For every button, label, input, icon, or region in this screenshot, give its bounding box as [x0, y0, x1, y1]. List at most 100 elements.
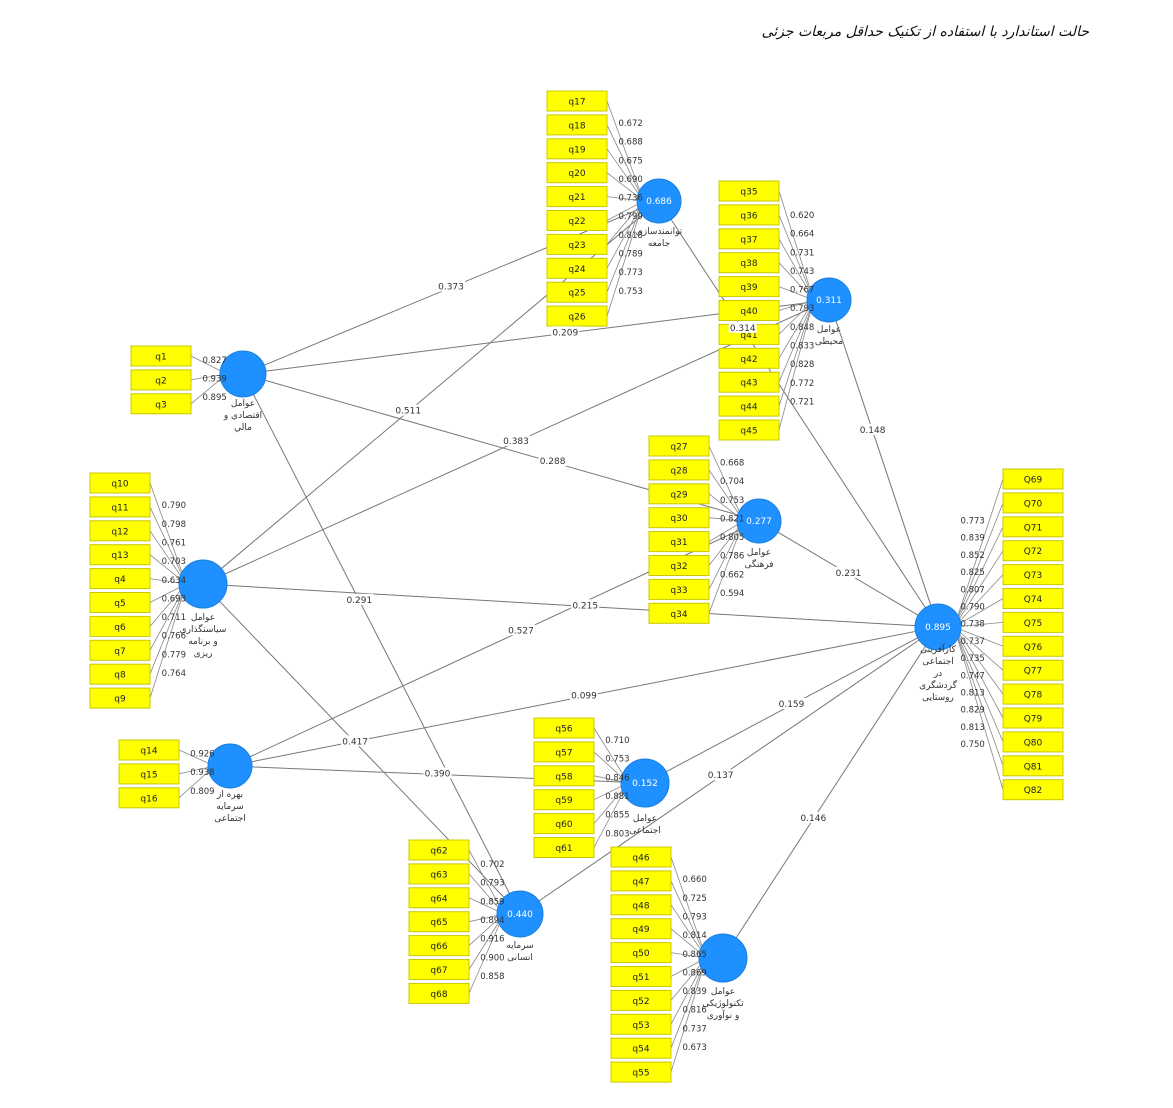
indicator-box-q5: [89, 592, 151, 613]
outer-loading: 0.803: [605, 829, 629, 839]
path-label-bg: [345, 593, 374, 605]
indicator-box-q51: [610, 966, 672, 987]
indicator-box-q52: [610, 989, 672, 1011]
indicator-label: q54: [632, 1045, 649, 1055]
indicator-box-q15: [118, 763, 180, 785]
indicator-box-q62: [408, 839, 470, 861]
path-label-bg: [571, 599, 600, 611]
indicator-box-q13: [89, 544, 151, 566]
indicator-label: q27: [670, 443, 687, 453]
outer-loading: 0.833: [790, 341, 814, 351]
path-label-bg: [799, 811, 828, 823]
outer-loading: 0.703: [162, 557, 186, 567]
indicator-link: [606, 200, 644, 317]
indicator-label: q23: [568, 241, 585, 251]
indicator-box-q10: [89, 472, 151, 494]
r-squared-value: 0.440: [507, 910, 533, 920]
indicator-box-Q81: [1002, 755, 1064, 777]
indicator-box-q30: [648, 507, 710, 529]
indicator-label: Q75: [1024, 619, 1043, 629]
path-label-bg: [570, 689, 598, 701]
value-labels: 0.3730.2090.2880.2910.5110.3830.2150.417…: [162, 119, 985, 1053]
outer-loading: 0.735: [960, 654, 984, 664]
indicator-label: q63: [430, 870, 447, 880]
indicator-label: q19: [568, 145, 585, 155]
construct-name: روستایی: [922, 693, 954, 703]
indicator-label: q7: [114, 647, 125, 657]
outer-loading: 0.773: [960, 516, 984, 526]
path-coefficient: 0.099: [571, 692, 597, 702]
indicator-link: [953, 626, 1004, 647]
indicator-label: Q81: [1024, 762, 1043, 772]
indicator-label: q50: [632, 949, 649, 959]
outer-loading: 0.938: [190, 768, 214, 778]
indicator-link: [149, 506, 187, 585]
outer-loading: 0.793: [790, 304, 814, 314]
indicator-link: [778, 299, 814, 407]
outer-loading: 0.821: [720, 514, 744, 524]
outer-loading: 0.773: [618, 268, 642, 278]
indicator-box-q11: [89, 496, 151, 518]
path-coefficient: 0.383: [503, 437, 529, 447]
indicator-box-q54: [610, 1037, 672, 1059]
indicator-label: q22: [568, 217, 585, 227]
outer-loading: 0.668: [720, 459, 744, 469]
outer-loading: 0.736: [618, 194, 642, 204]
outer-loading: 0.916: [480, 935, 504, 945]
indicator-label: q10: [111, 480, 128, 490]
indicator-box-Q77: [1002, 659, 1064, 681]
construct-name: اجتماعی: [629, 826, 661, 836]
outer-loading: 0.829: [960, 706, 984, 716]
indicator-label: q1: [155, 353, 166, 363]
latent-construct-cult: [736, 498, 782, 544]
indicator-label: Q74: [1024, 595, 1043, 605]
indicator-label: q56: [555, 725, 572, 735]
indicator-box-q46: [610, 846, 672, 868]
construct-name: و برنامه: [188, 637, 218, 647]
indicator-label: q17: [568, 98, 585, 108]
indicator-label: q25: [568, 289, 585, 299]
r-squared-value: 0.895: [925, 623, 951, 633]
path-coefficient: 0.159: [779, 700, 805, 710]
path-coefficient: 0.511: [395, 407, 421, 417]
path-label-bg: [437, 280, 465, 292]
path-econ-hum: [253, 394, 510, 894]
indicator-label: q3: [155, 400, 166, 410]
indicator-label: q51: [632, 973, 649, 983]
indicator-label: q44: [740, 403, 757, 413]
indicator-label: Q73: [1024, 571, 1043, 581]
indicator-box-q9: [89, 687, 151, 709]
indicator-box-q64: [408, 887, 470, 909]
indicator-box-q36: [718, 204, 780, 226]
outer-loading: 0.790: [162, 501, 186, 511]
indicator-box-q34: [648, 602, 710, 624]
outer-loading: 0.725: [682, 894, 706, 904]
indicator-label: Q76: [1024, 643, 1043, 653]
path-comm-ent: [670, 219, 926, 609]
indicator-link: [708, 520, 744, 614]
outer-loading: 0.895: [202, 393, 226, 403]
outer-loading: 0.809: [190, 787, 214, 797]
indicator-label: q58: [555, 772, 572, 782]
indicator-link: [953, 626, 1004, 790]
indicator-link: [778, 299, 814, 431]
outer-loading: 0.828: [790, 360, 814, 370]
indicator-label: q43: [740, 379, 757, 389]
indicator-link: [953, 502, 1004, 628]
outer-loading: 0.721: [790, 397, 814, 407]
indicator-link: [953, 526, 1004, 628]
construct-name: و نوآوری: [707, 1009, 740, 1021]
outer-loading: 0.852: [960, 551, 984, 561]
construct-name: در: [933, 669, 942, 679]
indicator-label: q18: [568, 121, 585, 131]
indicator-box-Q82: [1002, 779, 1064, 801]
indicator-link: [953, 478, 1004, 628]
path-coefficient: 0.288: [540, 457, 566, 467]
path-coefficient: 0.231: [836, 569, 862, 579]
indicator-box-q33: [648, 578, 710, 600]
path-coefficient: 0.148: [860, 426, 886, 436]
indicator-box-Q72: [1002, 540, 1064, 562]
indicator-box-q45: [718, 419, 780, 441]
indicator-box-q68: [408, 982, 470, 1004]
outer-loading: 0.816: [682, 1006, 706, 1016]
